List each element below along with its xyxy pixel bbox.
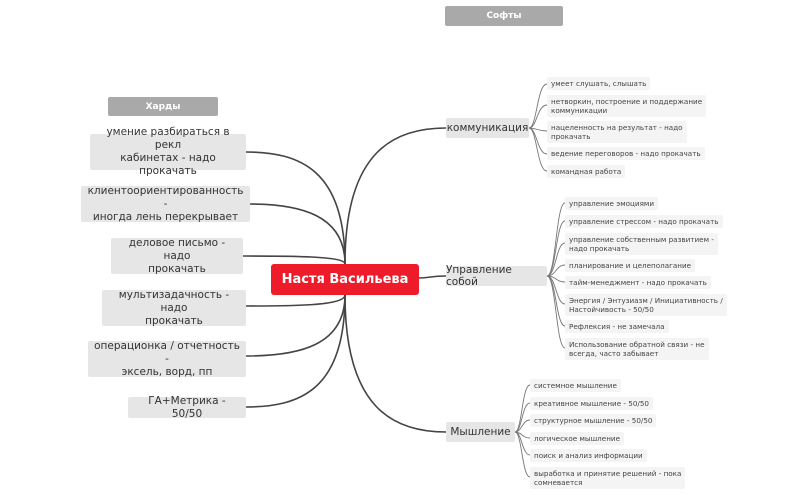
hard-skill-line: операционка / отчетность -	[94, 339, 240, 365]
leaf-line: Энергия / Энтузиазм / Инициативность /	[569, 296, 723, 305]
branch-self-management[interactable]: Управление собой	[446, 264, 547, 288]
leaf-line: прокачать	[551, 132, 591, 141]
leaf-self-management[interactable]: управление стрессом - надо прокачать	[565, 215, 723, 228]
hard-skills-tag: Харды	[108, 97, 218, 116]
leaf-thinking[interactable]: креативное мышление - 50/50	[530, 397, 653, 410]
leaf-line: системное мышление	[534, 381, 617, 390]
leaf-line: Настойчивость - 50/50	[569, 305, 654, 314]
leaf-self-management[interactable]: управление эмоциями	[565, 197, 658, 210]
leaf-communication[interactable]: командная работа	[547, 165, 626, 178]
hard-skill-line: умение разбираться в рекл	[106, 126, 230, 151]
hard-skill-line: клиентоориентированность -	[87, 184, 244, 210]
leaf-communication[interactable]: умеет слушать, слышать	[547, 77, 651, 90]
soft-skills-tag: Софты	[445, 6, 563, 26]
central-topic[interactable]: Настя Васильева	[271, 264, 419, 295]
leaf-line: планирование и целеполагание	[569, 261, 692, 270]
leaf-thinking[interactable]: логическое мышление	[530, 432, 624, 445]
hard-skill-line: прокачать	[148, 262, 206, 275]
leaf-line: нацеленность на результат - надо	[551, 123, 683, 132]
leaf-line: управление эмоциями	[569, 199, 654, 208]
leaf-line: нетворкин, построение и поддержание	[551, 97, 703, 106]
leaf-thinking[interactable]: системное мышление	[530, 379, 621, 392]
hard-skill-line: иногда лень перекрывает	[92, 210, 239, 223]
leaf-line: коммуникации	[551, 106, 608, 115]
leaf-line: управление собственным развитием -	[569, 235, 714, 244]
leaf-line: тайм-менеджмент - надо прокачать	[569, 278, 707, 287]
branch-thinking[interactable]: Мышление	[446, 422, 515, 442]
leaf-line: сомневается	[534, 478, 583, 487]
leaf-line: командная работа	[551, 167, 622, 176]
hard-skill-client-orientation[interactable]: клиентоориентированность -иногда лень пе…	[81, 184, 250, 223]
hard-skill-line: кабинетах - надо прокачать	[120, 152, 216, 177]
hard-skill-operations-reporting[interactable]: операционка / отчетность -эксель, ворд, …	[88, 339, 246, 378]
hard-skill-line: прокачать	[145, 314, 203, 327]
leaf-line: структурное мышление - 50/50	[534, 416, 653, 425]
leaf-self-management[interactable]: Энергия / Энтузиазм / Инициативность /На…	[565, 294, 727, 316]
leaf-line: выработка и принятие решений - пока	[534, 469, 682, 478]
hard-skill-line: мультизадачность - надо	[118, 288, 230, 314]
leaf-line: управление стрессом - надо прокачать	[569, 217, 719, 226]
leaf-self-management[interactable]: управление собственным развитием -надо п…	[565, 233, 718, 255]
leaf-line: Использование обратной связи - не	[569, 340, 705, 349]
hard-skill-line: ГА+Метрика - 50/50	[148, 394, 226, 420]
hard-skill-line: деловое письмо - надо	[128, 236, 226, 262]
leaf-thinking[interactable]: структурное мышление - 50/50	[530, 414, 657, 427]
leaf-line: поиск и анализ информации	[534, 451, 643, 460]
leaf-line: умеет слушать, слышать	[551, 79, 647, 88]
branch-communication[interactable]: коммуникация	[446, 118, 529, 138]
leaf-line: Рефлексия - не замечала	[569, 322, 665, 331]
leaf-communication[interactable]: ведение переговоров - надо прокачать	[547, 147, 705, 160]
leaf-line: ведение переговоров - надо прокачать	[551, 149, 701, 158]
hard-skill-line: эксель, ворд, пп	[121, 365, 213, 378]
leaf-self-management[interactable]: тайм-менеджмент - надо прокачать	[565, 276, 711, 289]
hard-skill-analytics[interactable]: ГА+Метрика - 50/50	[128, 394, 246, 420]
leaf-self-management[interactable]: планирование и целеполагание	[565, 259, 696, 272]
leaf-line: надо прокачать	[569, 244, 630, 253]
leaf-line: логическое мышление	[534, 434, 620, 443]
leaf-thinking[interactable]: поиск и анализ информации	[530, 449, 647, 462]
leaf-line: креативное мышление - 50/50	[534, 399, 649, 408]
leaf-line: всегда, часто забывает	[569, 349, 659, 358]
leaf-self-management[interactable]: Рефлексия - не замечала	[565, 320, 669, 333]
